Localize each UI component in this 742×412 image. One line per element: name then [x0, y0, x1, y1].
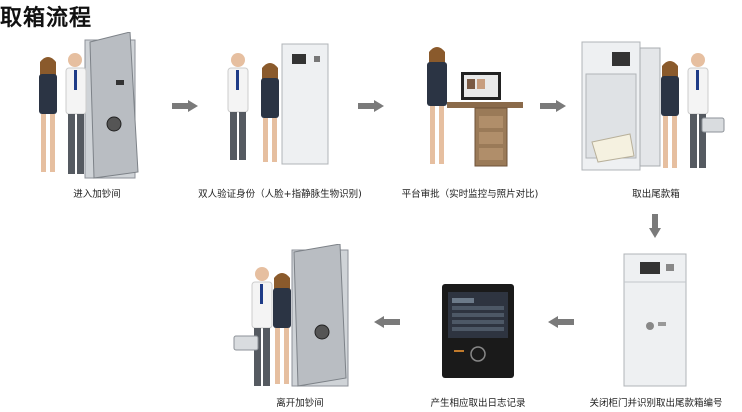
- flow-arrow-2: [358, 100, 384, 112]
- step-4-label: 取出尾款箱: [632, 189, 680, 200]
- step-5-label: 关闭柜门并识别取出尾款箱编号: [589, 398, 723, 409]
- step-1-illustration: [39, 32, 139, 179]
- flow-arrow-4: [649, 214, 661, 238]
- step-6-illustration: [442, 284, 514, 378]
- page-title: 取箱流程: [0, 6, 93, 31]
- step-6-label: 产生相应取出日志记录: [430, 398, 526, 409]
- step-1-label: 进入加钞间: [73, 189, 121, 200]
- flow-arrow-1: [172, 100, 198, 112]
- step-7-label: 离开加钞间: [276, 398, 324, 409]
- flow-arrow-3: [540, 100, 566, 112]
- flow-arrow-5: [548, 316, 574, 328]
- step-7-illustration: [233, 244, 349, 387]
- step-3-label: 平台审批（实时监控与照片对比): [401, 189, 539, 200]
- step-4-illustration: [581, 41, 725, 171]
- flow-arrow-6: [374, 316, 400, 328]
- step-5-illustration: [623, 253, 687, 387]
- step-3-illustration: [427, 47, 523, 167]
- step-2-illustration: [227, 43, 329, 165]
- step-2-label: 双人验证身份（人脸+指静脉生物识别): [198, 189, 362, 200]
